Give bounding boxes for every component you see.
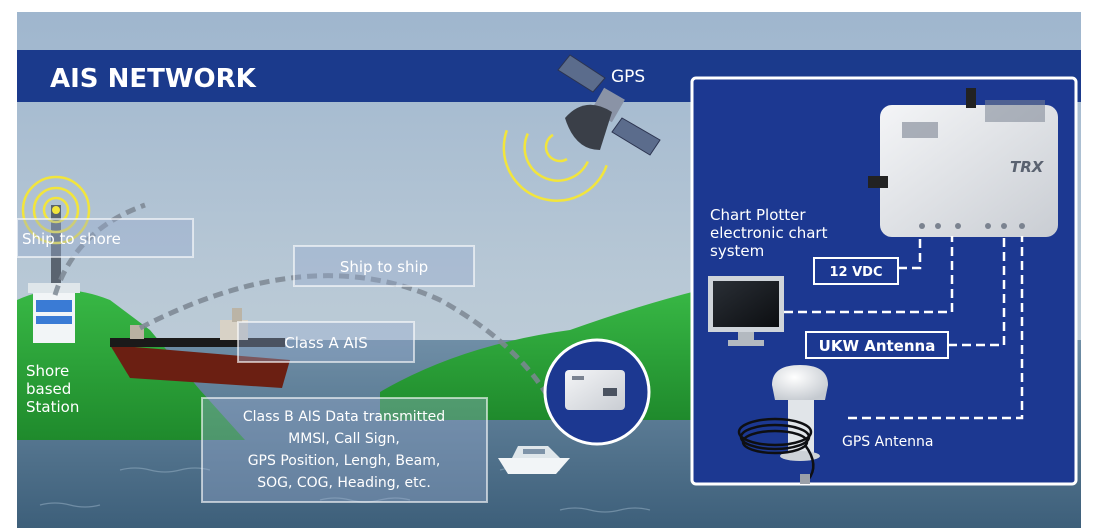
chart-plotter-line-2: electronic chart (710, 224, 828, 242)
ship-to-shore-label: Ship to shore (22, 230, 121, 248)
chart-plotter-line-3: system (710, 242, 764, 260)
shore-station-line-3: Station (26, 398, 79, 416)
ship-to-ship-label: Ship to ship (340, 258, 428, 276)
page-title: AIS NETWORK (50, 64, 257, 94)
class-b-line-2: MMSI, Call Sign, (288, 431, 400, 447)
device-circle-badge (545, 340, 649, 444)
gps-label: GPS (611, 67, 645, 87)
power-label: 12 VDC (829, 265, 882, 280)
class-a-label: Class A AIS (284, 334, 367, 352)
device-brand-label: TRX (1010, 158, 1045, 176)
ukw-antenna-label: UKW Antenna (819, 337, 936, 355)
chart-plotter-line-1: Chart Plotter (710, 206, 806, 224)
class-b-line-3: GPS Position, Lengh, Beam, (248, 453, 441, 469)
ais-transponder-device: TRX (868, 88, 1058, 237)
class-b-line-1: Class B AIS Data transmitted (243, 409, 445, 425)
gps-antenna-label: GPS Antenna (842, 434, 934, 450)
shore-station-line-2: based (26, 380, 71, 398)
shore-station-line-1: Shore (26, 362, 69, 380)
class-b-line-4: SOG, COG, Heading, etc. (257, 475, 431, 491)
